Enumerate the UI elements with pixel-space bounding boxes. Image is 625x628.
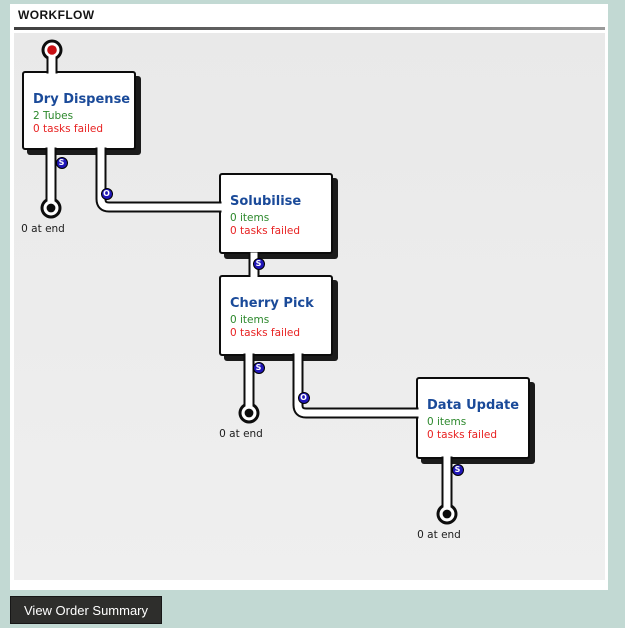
end-node-dot-icon	[442, 509, 452, 519]
connector-dry-dispense-to-solubilise	[95, 147, 222, 213]
workflow-node-cherry-pick[interactable]: Cherry Pick 0 items 0 tasks failed	[219, 275, 333, 356]
workflow-node-solubilise[interactable]: Solubilise 0 items 0 tasks failed	[219, 173, 333, 254]
o-port-badge[interactable]: O	[100, 187, 113, 200]
panel-title: WORKFLOW	[18, 8, 95, 22]
end-node-face	[43, 200, 59, 216]
node-title: Solubilise	[230, 194, 302, 209]
connector-core	[97, 147, 222, 211]
node-title: Dry Dispense	[33, 92, 131, 107]
end-node-ring	[436, 503, 458, 525]
end-node-face	[439, 506, 455, 522]
s-port-badge[interactable]: S	[252, 361, 265, 374]
end-count-label: 0 at end	[21, 223, 65, 235]
node-title: Data Update	[427, 398, 520, 413]
workflow-panel: WORKFLOW Dry Dispense 2 Tubes 0 tasks fa…	[10, 4, 608, 590]
s-port-badge[interactable]: S	[252, 257, 265, 270]
workflow-node-data-update[interactable]: Data Update 0 items 0 tasks failed	[416, 377, 530, 459]
node-item-count: 2 Tubes	[33, 110, 74, 122]
end-node-ring	[238, 402, 260, 424]
node-failed-count: 0 tasks failed	[230, 225, 301, 237]
end-node-dot-icon	[244, 408, 254, 418]
node-failed-count: 0 tasks failed	[230, 327, 301, 339]
end-count-label: 0 at end	[219, 428, 263, 440]
start-node-ring	[41, 39, 63, 61]
s-port-badge[interactable]: S	[451, 463, 464, 476]
start-node-face	[44, 42, 60, 58]
node-failed-count: 0 tasks failed	[33, 123, 104, 135]
node-item-count: 0 items	[427, 416, 467, 428]
end-node-ring	[40, 197, 62, 219]
node-item-count: 0 items	[230, 212, 270, 224]
s-port-badge[interactable]: S	[55, 156, 68, 169]
connector-cherry-pick-to-data-update	[292, 353, 419, 419]
end-node-face	[241, 405, 257, 421]
node-failed-count: 0 tasks failed	[427, 429, 498, 441]
end-node-dot-icon	[46, 203, 56, 213]
o-port-badge[interactable]: O	[297, 391, 310, 404]
workflow-node-dry-dispense[interactable]: Dry Dispense 2 Tubes 0 tasks failed	[22, 71, 136, 150]
end-count-label: 0 at end	[417, 529, 461, 541]
node-item-count: 0 items	[230, 314, 270, 326]
node-title: Cherry Pick	[230, 296, 314, 311]
view-order-summary-button[interactable]: View Order Summary	[10, 596, 163, 624]
panel-title-rule	[14, 27, 605, 30]
start-node-dot-icon	[47, 45, 57, 55]
connector-core	[294, 353, 419, 417]
workflow-canvas: Dry Dispense 2 Tubes 0 tasks failed Solu…	[14, 33, 605, 580]
